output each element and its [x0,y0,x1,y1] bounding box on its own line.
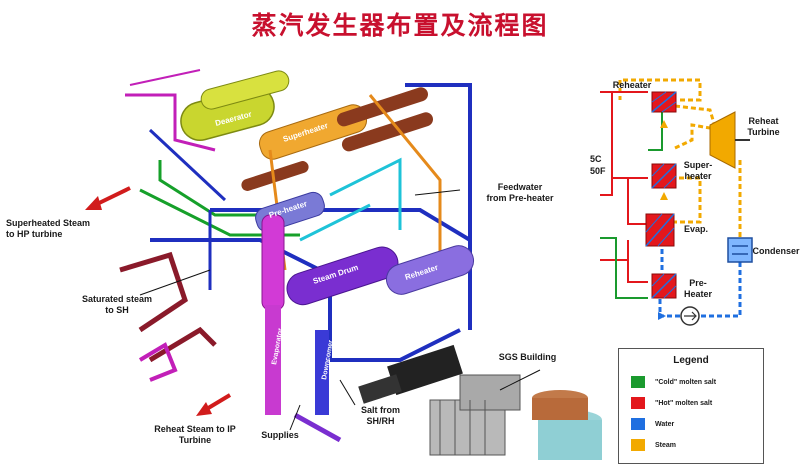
downcomer-pipe [315,330,329,415]
evaporator-column [261,214,285,415]
steam-drum [286,246,399,306]
sgs-building [429,374,602,460]
saturated-steam-label: Saturated steam to SH [81,294,153,315]
superheated-steam-label: Superheated Steam to HP turbine [6,218,91,239]
legend-item: "Cold" molten salt [631,375,716,389]
pump-icon [680,306,700,326]
legend-item-label: "Cold" molten salt [655,378,717,386]
reheat-turbine-icon [709,111,750,169]
legend-item: Steam [631,438,676,452]
deaerator-tank [180,70,290,141]
reheat-steam-label: Reheat Steam to IP Turbine [154,424,236,445]
legend-item: Water [631,417,674,431]
schematic-edge-label-top: 5C [590,154,602,164]
schematic-condenser-label: Condenser [752,246,800,256]
legend-swatch [631,397,645,409]
legend-box: Legend "Cold" molten salt "Hot" molten s… [618,348,764,464]
legend-swatch [631,439,645,451]
supplies-label: Supplies [261,430,299,440]
legend-item-label: Steam [655,441,677,449]
schematic-turbine-label: Reheat Turbine [747,116,780,137]
reheat-steam-arrow [196,393,232,416]
legend-swatch [631,376,645,388]
schematic-edge-label-bottom: 50F [590,166,606,176]
legend-item-label: "Hot" molten salt [655,399,713,407]
legend-item: "Hot" molten salt [631,396,712,410]
sgs-building-label: SGS Building [498,352,557,362]
schematic-superheater [651,163,677,189]
reheater-vessel [385,245,475,295]
schematic-reheater-label: Reheater [612,80,652,90]
legend-item-label: Water [655,420,675,428]
condenser-icon [727,237,753,263]
schematic-preheater-label: Pre- Heater [683,278,712,299]
schematic-evap-label: Evap. [683,224,708,234]
schematic-reheater [651,91,677,113]
legend-title: Legend [673,355,709,366]
page-title: 蒸汽发生器布置及流程图 [251,11,549,40]
legend-swatch [631,418,645,430]
schematic-superheater-label: Super- heater [683,160,713,181]
superheated-steam-arrow [85,186,131,210]
schematic-evaporator [645,213,675,247]
feedwater-label: Feedwater from Pre-heater [486,182,554,203]
schematic-preheater [651,273,677,299]
salt-from-label: Salt from SH/RH [360,405,400,426]
